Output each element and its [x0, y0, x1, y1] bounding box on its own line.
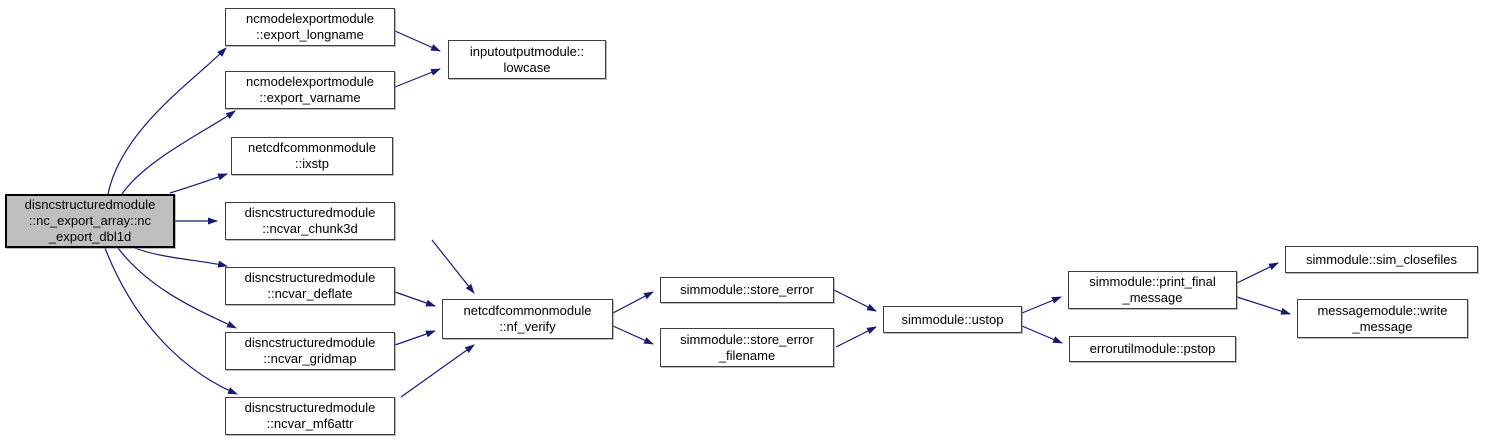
node-ncvar-mf6attr[interactable]: disncstructuredmodule ::ncvar_mf6attr: [225, 397, 395, 435]
edge-ncvar-gridmap-to-nf-verify: [394, 330, 436, 346]
edge-export-varname-to-lowcase: [394, 68, 441, 88]
edge-main-to-export-longname: [107, 47, 227, 195]
node-export-varname[interactable]: ncmodelexportmodule ::export_varname: [225, 71, 395, 109]
edge-print-final-to-write-message: [1236, 296, 1291, 315]
edge-main-to-ixstp: [169, 173, 228, 194]
edge-nf-verify-to-store-error: [612, 291, 654, 314]
edge-store-error-filename-to-ustop: [835, 326, 877, 348]
node-store-error-filename[interactable]: simmodule::store_error _filename: [660, 328, 834, 367]
edge-print-final-to-sim-closefiles: [1236, 262, 1279, 284]
edge-ustop-to-print-final-message: [1021, 296, 1062, 314]
edge-ncvar-deflate-to-nf-verify: [394, 291, 436, 307]
node-ixstp[interactable]: netcdfcommonmodule ::ixstp: [231, 137, 393, 175]
node-nc-export-dbl1d[interactable]: disncstructuredmodule ::nc_export_array:…: [5, 194, 175, 248]
edge-ncvar-chunk3d-to-nf-verify: [431, 239, 475, 294]
node-ustop[interactable]: simmodule::ustop: [883, 306, 1022, 333]
node-print-final-message[interactable]: simmodule::print_final _message: [1068, 271, 1237, 309]
node-ncvar-deflate[interactable]: disncstructuredmodule ::ncvar_deflate: [225, 267, 395, 305]
node-pstop[interactable]: errorutilmodule::pstop: [1069, 336, 1236, 362]
node-store-error[interactable]: simmodule::store_error: [660, 277, 834, 303]
node-sim-closefiles[interactable]: simmodule::sim_closefiles: [1285, 246, 1478, 273]
edge-store-error-to-ustop: [833, 289, 877, 312]
node-export-longname[interactable]: ncmodelexportmodule ::export_longname: [225, 8, 395, 46]
edge-ustop-to-pstop: [1021, 325, 1063, 344]
edge-export-longname-to-lowcase: [394, 30, 441, 52]
edge-main-to-export-varname: [121, 110, 236, 195]
node-ncvar-gridmap[interactable]: disncstructuredmodule ::ncvar_gridmap: [225, 332, 395, 370]
node-nf-verify[interactable]: netcdfcommonmodule ::nf_verify: [442, 299, 613, 339]
edge-ncvar-mf6attr-to-nf-verify: [400, 344, 475, 398]
node-write-message[interactable]: messagemodule::write _message: [1297, 299, 1468, 338]
edge-main-to-ncvar-mf6attr: [104, 247, 238, 395]
edge-main-to-ncvar-gridmap: [117, 247, 237, 329]
edge-main-to-ncvar-deflate: [134, 247, 228, 268]
node-ncvar-chunk3d[interactable]: disncstructuredmodule ::ncvar_chunk3d: [225, 202, 395, 240]
edge-nf-verify-to-store-error-filename: [612, 325, 654, 345]
node-lowcase[interactable]: inputoutputmodule:: lowcase: [448, 40, 606, 79]
